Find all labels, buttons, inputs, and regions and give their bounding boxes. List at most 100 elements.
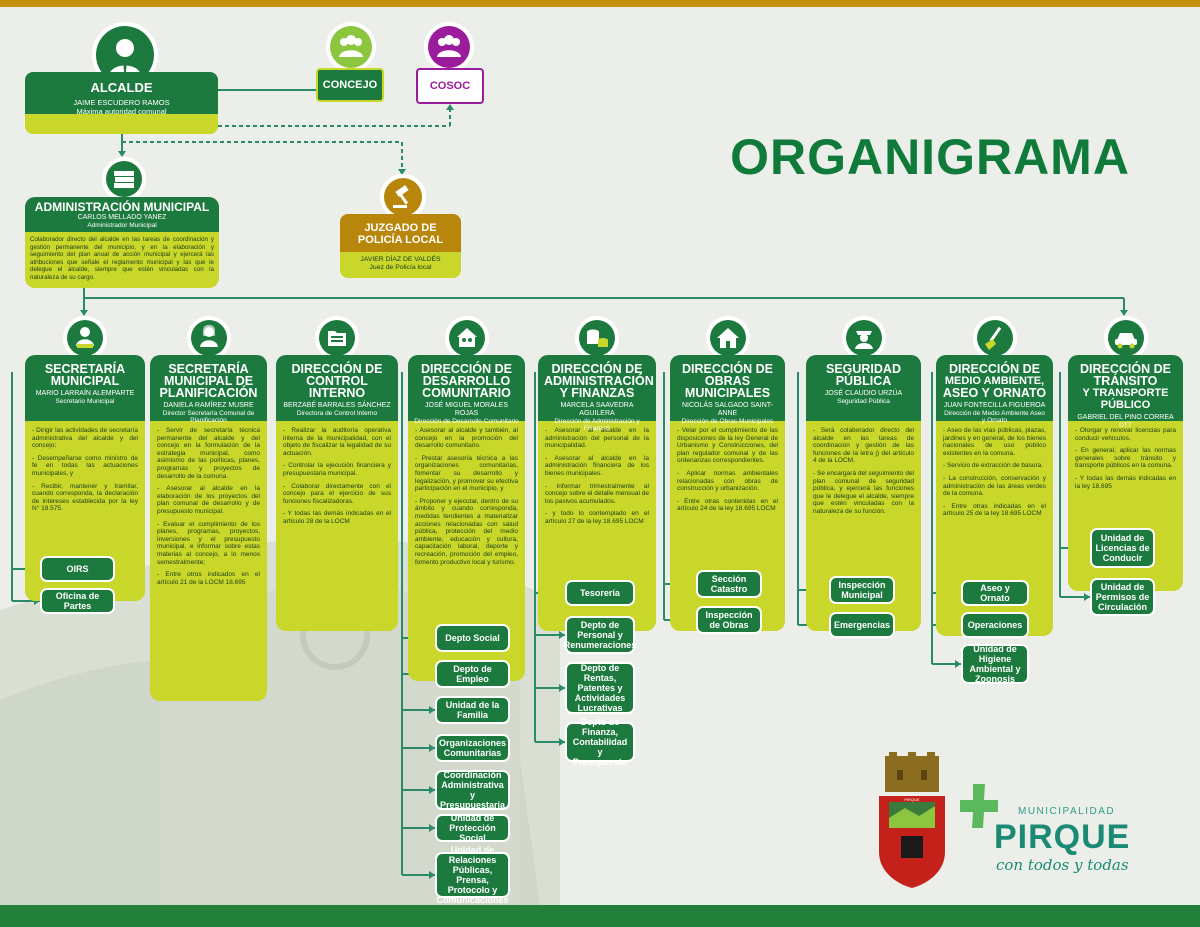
admin-municipal-header: ADMINISTRACIÓN MUNICIPAL CARLOS MELLADO … [25,197,219,232]
unit-director-name: GABRIEL DEL PINO CORREA [1077,414,1174,421]
unit-title-line: DESARROLLO [422,374,511,388]
connector-arrow [429,871,435,879]
unit-title-line: SECRETARÍA [44,362,126,376]
unit-functions: - Velar por el cumplimiento de las dispo… [670,421,785,631]
unit-function-item: - Y todas las demás indicadas en el artí… [283,510,391,525]
alcalde-role: Máxima autoridad comunal [76,107,167,116]
logo-prefix: MUNICIPALIDAD [1018,806,1116,817]
unit-director-name: JOSÉ MIGUEL MORALES ROJAS [425,402,508,417]
unit-function-item: - Proponer y ejecutar, dentro de su ámbi… [415,497,518,566]
unit-director-name: MARIO LARRAÍN ALEMPARTE [35,390,135,397]
subunit-finanzas-1: Depto de Personal y Renumeraciones [564,616,636,654]
unit-function-item: - Evaluar el cumplimiento de los planes,… [157,520,260,566]
unit-function-item: - Velar por el cumplimiento de las dispo… [677,427,778,465]
subunit-dideco-4: Coordinación Administrativa y Presupuest… [435,770,510,810]
unit-director-role: Secretario Municipal [55,398,115,405]
connector-arrow [398,169,406,175]
unit-title-line: Y TRANSPORTE PÚBLICO [1082,387,1169,411]
subunit-transito-1: Unidad de Permisos de Circulación [1090,578,1155,616]
unit-function-item: - y todo lo contemplado en el artículo 2… [545,510,649,525]
unit-functions: - Aseo de las vías públicas, plazas, jar… [936,421,1053,636]
unit-function-item: - Aplicar normas ambientales relacionada… [677,469,778,493]
connector-arrow [559,631,565,639]
unit-director-role: Dirección de Obras Municipales [681,418,774,425]
connector-arrow [446,104,454,110]
connector-arrow [429,744,435,752]
unit-function-item: - Colaborar directamente con el concejo … [283,482,391,505]
concejo-group-icon [326,22,376,72]
subunit-finanzas-2: Depto de Rentas, Patentes y Actividades … [565,662,635,714]
coins-icon [575,316,619,360]
woman-laptop-icon [186,316,231,360]
unit-director-name: DANIELA RAMÍREZ MUSRE [163,402,254,409]
books-icon [102,157,146,201]
connector-arrow [559,738,565,746]
unit-function-item: - La construcción, conservación y admini… [943,474,1046,498]
unit-director-name: MARCELA SAAVEDRA AGUILERA [560,402,634,417]
unit-function-item: - Controlar la ejecución financiera y pr… [283,462,391,477]
crest-text: PIRQUE [904,797,920,802]
police-icon [841,316,886,360]
unit-director-role: Dirección de Desarrollo Comunitario [414,418,519,425]
alcalde-name: JAIME ESCUDERO RAMOS [73,98,170,107]
unit-function-item: - Asesorar al alcalde y también, al conc… [415,427,518,450]
unit-title-line: TRÁNSITO [1093,374,1158,388]
connector-arrow [118,151,126,157]
admin-municipal-card: ADMINISTRACIÓN MUNICIPAL CARLOS MELLADO … [25,197,219,288]
connector-arrow [1084,593,1090,601]
unit-director-role: Seguridad Pública [837,398,890,405]
connector-arrow [429,706,435,714]
subunit-medio_ambiente-1: Operaciones [961,612,1029,638]
unit-title-line: PLANIFICACIÓN [159,386,258,400]
unit-function-item: - Aseo de las vías públicas, plazas, jar… [943,427,1046,457]
unit-function-item: - En general, aplicar las normas general… [1075,447,1176,470]
unit-title-line: DIRECCIÓN DE [421,362,512,376]
subunit-dideco-3: Organizaciones Comunitarias [435,734,510,762]
house-icon [705,316,750,360]
car-icon [1103,316,1148,360]
unit-function-item: - Se encargará del seguimiento del plan … [813,469,914,515]
cosoc-box: COSOC [416,68,484,104]
unit-title-line: CONTROL [306,374,368,388]
unit-title-line: OBRAS [704,374,751,388]
logo-slogan: con todos y todas [996,856,1129,874]
concejo-box: CONCEJO [316,68,384,102]
subunit-dideco-6: Unidad de Relaciones Públicas, Prensa, P… [435,845,510,905]
alcalde-title: ALCALDE [90,80,153,95]
unit-title-line: DIRECCIÓN DE [682,362,773,376]
unit-title-line: COMUNITARIO [422,386,511,400]
admin-description: Colaborador directo del alcalde en las t… [25,232,219,288]
admin-name: CARLOS MELLADO YANEZ [77,214,167,221]
unit-title-line: DIRECCIÓN DE [551,362,643,376]
connector-arrow [80,310,88,316]
subunit-dideco-5: Unidad de Protección Social [435,813,510,843]
subunit-transito-0: Unidad de Licencias de Conducir [1090,528,1155,568]
subunit-obras-1: Inspección de Obras [696,606,762,634]
bottom-bar [0,905,1200,927]
subunit-dideco-2: Unidad de la Familia [435,696,510,724]
unit-title-line: DIRECCIÓN DE [1080,362,1171,376]
subunit-dideco-1: Depto de Empleo [435,660,510,688]
pirque-crest-logo: PIRQUE [875,752,949,892]
subunit-seguridad-0: Inspección Municipal [829,576,895,604]
unit-function-item: - Asesorar al alcalde en la administraci… [545,427,649,450]
unit-function-item: - Asesorar al alcalde en la administraci… [545,454,649,477]
juzgado-header: JUZGADO DE POLICÍA LOCAL [340,214,461,252]
unit-function-item: - Y todas las demás indicadas en la ley … [1075,474,1176,490]
alcalde-header: ALCALDE JAIME ESCUDERO RAMOS Máxima auto… [25,72,218,116]
juzgado-footer: JAVIER DÍAZ DE VALDÉS Juez de Policía lo… [340,252,461,278]
unit-function-item: - Asesorar al alcalde en la elaboración … [157,485,260,515]
plus-logo-icon [958,782,1000,830]
subunit-dideco-0: Depto Social [435,624,510,652]
unit-functions: - Realizar la auditoría operativa intern… [276,421,398,631]
